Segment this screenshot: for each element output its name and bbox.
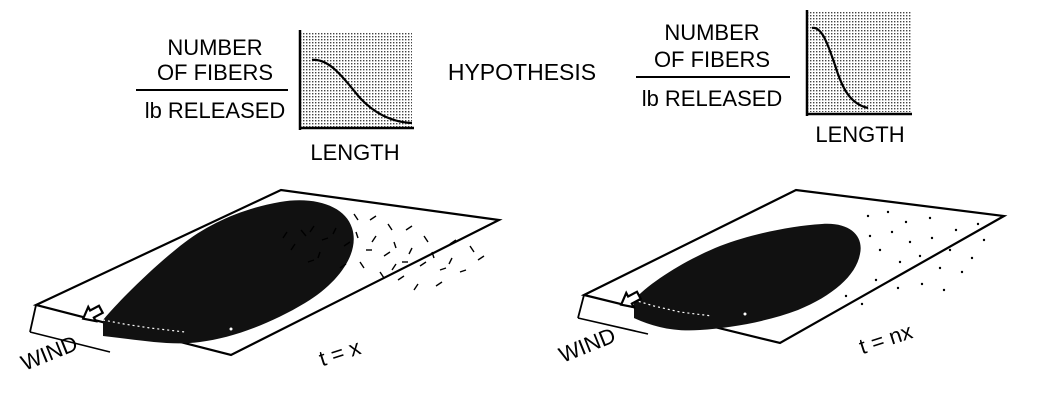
right-scattered-fibers (844, 210, 986, 306)
right-wind-label: WIND (555, 322, 619, 367)
left-time-label: t = x (316, 334, 364, 371)
right-time-label: t = nx (856, 319, 915, 360)
right-plume-edge-speckle (633, 299, 713, 317)
right-y-label-line2: OF FIBERS (654, 47, 770, 72)
right-y-label-line3: lb RELEASED (642, 86, 783, 111)
left-plane-scene: WIND t = x (17, 188, 503, 376)
right-wind-arrow-icon (619, 290, 643, 309)
left-x-label: LENGTH (310, 140, 399, 165)
left-plot-area (300, 32, 412, 127)
left-distribution-curve (311, 58, 413, 125)
left-y-label-line2: OF FIBERS (157, 60, 273, 85)
left-plane-edge-thickness (29, 304, 37, 333)
left-fiber-plume (103, 200, 354, 344)
right-plane-edge-front (577, 317, 649, 335)
right-y-label-line1: NUMBER (664, 20, 759, 45)
right-plume-speck (743, 312, 747, 316)
right-plot-area (807, 12, 911, 112)
left-wind-arrow-icon (81, 304, 105, 323)
right-plane-edge-thickness (577, 294, 585, 319)
left-y-label-line1: NUMBER (167, 35, 262, 60)
left-y-label-line3: lb RELEASED (145, 98, 286, 123)
left-graph: NUMBER OF FIBERS lb RELEASED LENGTH (136, 30, 414, 165)
right-distribution-curve (811, 26, 869, 110)
left-plane-edge-front (29, 331, 111, 353)
left-plume-edge-speckle (102, 319, 186, 333)
right-fiber-plume (634, 223, 861, 331)
hypothesis-label: HYPOTHESIS (448, 59, 596, 85)
right-x-label: LENGTH (815, 122, 904, 147)
right-graph: NUMBER OF FIBERS lb RELEASED LENGTH (636, 10, 912, 147)
left-scattered-fibers (282, 213, 485, 291)
right-plane-scene: WIND t = nx (555, 188, 1008, 368)
left-plume-speck (229, 327, 233, 331)
